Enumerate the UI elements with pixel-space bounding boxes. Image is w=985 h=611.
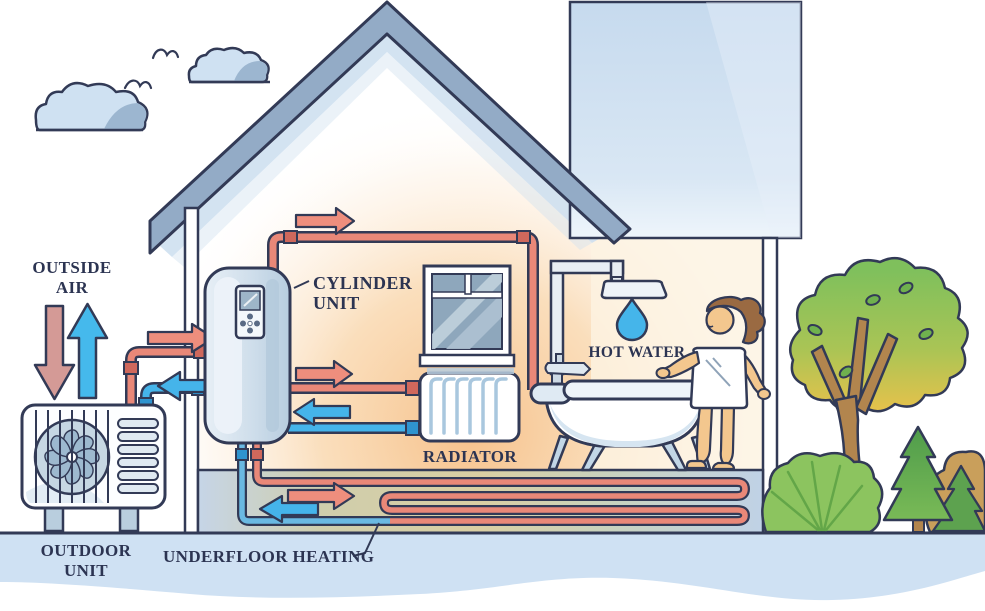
window-sill bbox=[418, 353, 516, 368]
outdoor-unit-label-line1: OUTDOOR bbox=[41, 541, 132, 560]
radiator bbox=[418, 371, 521, 443]
outdoor-unit-vents bbox=[117, 418, 159, 494]
right-wing-wall bbox=[568, 0, 803, 240]
pipe-coupling bbox=[405, 420, 420, 436]
hot-water-label: HOT WATER bbox=[588, 344, 685, 361]
ceiling-pipe-hot bbox=[267, 231, 539, 390]
wall-flow-arrow-in bbox=[146, 322, 216, 354]
underfloor-heating-pipe-hot bbox=[252, 441, 751, 526]
left-wall bbox=[183, 206, 200, 535]
bathtub bbox=[529, 379, 714, 472]
person-hair bbox=[705, 295, 766, 345]
outdoor-return-pipe-cold bbox=[140, 382, 206, 405]
cylinder-unit-label-line1: CYLINDER bbox=[313, 273, 413, 293]
person-hand bbox=[655, 367, 671, 379]
outdoor-unit-leg bbox=[118, 506, 140, 533]
pipe-coupling bbox=[235, 448, 249, 461]
cylinder-unit-label-line2: UNIT bbox=[313, 293, 360, 313]
outside-air-up-arrow bbox=[66, 302, 109, 400]
bird-icon-1 bbox=[151, 48, 180, 60]
outdoor-supply-pipe-hot bbox=[125, 346, 206, 405]
pipe-coupling bbox=[516, 230, 531, 244]
pipe-coupling bbox=[250, 448, 264, 461]
underfloor-label-pointer bbox=[352, 522, 380, 557]
window bbox=[418, 264, 516, 374]
pipe-coupling bbox=[405, 380, 420, 396]
bush-large bbox=[761, 451, 884, 534]
person-foot bbox=[711, 461, 736, 471]
gable-interior bbox=[160, 36, 604, 267]
pine-tree-1 bbox=[882, 425, 954, 533]
outdoor-unit-label-line2: UNIT bbox=[64, 561, 108, 580]
cloud-2 bbox=[187, 46, 270, 84]
underfloor-heating-label: UNDERFLOOR HEATING bbox=[163, 547, 374, 566]
person-foot bbox=[685, 459, 708, 470]
pipe-coupling bbox=[283, 230, 298, 244]
gable-roof bbox=[148, 0, 632, 255]
cylinder-label-pointer bbox=[293, 280, 310, 289]
person-head bbox=[705, 305, 735, 335]
tree bbox=[788, 256, 969, 535]
room-flow-arrow-cold bbox=[292, 397, 352, 427]
cylinder-control-panel bbox=[234, 284, 266, 340]
outdoor-unit-leg bbox=[43, 506, 65, 533]
underfloor-flow-arrow-cold bbox=[258, 494, 320, 524]
person-bathing bbox=[655, 295, 771, 471]
outside-air-label-line1: OUTSIDE bbox=[32, 258, 111, 277]
person-leg bbox=[695, 404, 714, 464]
outdoor-unit-grille bbox=[35, 410, 109, 503]
person-leg bbox=[719, 404, 736, 466]
bird-icon-2 bbox=[123, 79, 153, 90]
outdoor-unit bbox=[20, 403, 167, 533]
cylinder-unit bbox=[203, 266, 292, 445]
ground bbox=[0, 533, 985, 601]
person-mouth bbox=[706, 324, 714, 328]
person-hand bbox=[757, 388, 771, 400]
outside-air-down-arrow bbox=[33, 304, 76, 401]
pipe-coupling bbox=[123, 361, 139, 375]
tree-leaves bbox=[807, 281, 934, 379]
person-towel bbox=[689, 346, 749, 410]
water-droplet-icon bbox=[615, 296, 649, 342]
underfloor-heating-pipe-cold bbox=[237, 441, 390, 526]
cloud-1 bbox=[34, 81, 149, 132]
radiator-label: RADIATOR bbox=[423, 447, 518, 466]
shower-head bbox=[600, 279, 668, 300]
outside-air-label-line2: AIR bbox=[56, 278, 89, 297]
ceiling-flow-arrow-hot bbox=[294, 206, 356, 236]
room-flow-arrow-hot bbox=[294, 359, 354, 389]
